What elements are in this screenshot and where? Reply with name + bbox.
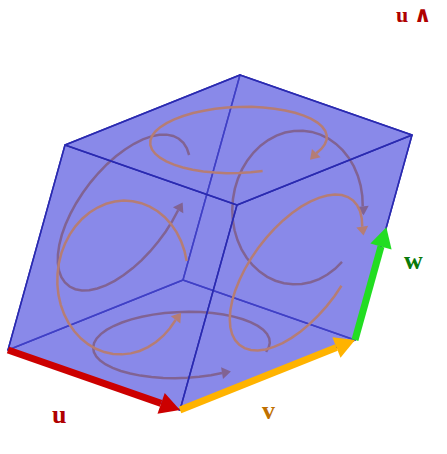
vector-label: w: [404, 248, 423, 274]
vector-label: v: [262, 398, 275, 424]
front-face: [65, 75, 412, 205]
vector-shaft: [8, 350, 161, 403]
vector-label: u: [52, 402, 66, 428]
front-faces: [8, 75, 412, 410]
vector-head: [157, 393, 180, 414]
vector-head: [370, 227, 391, 249]
vector-label: u ∧: [396, 4, 432, 26]
vector-shaft: [180, 347, 336, 410]
back-faces: [8, 75, 412, 410]
edge-vectors: [8, 227, 392, 414]
vector-shaft: [355, 247, 381, 340]
vector-head: [332, 337, 355, 357]
